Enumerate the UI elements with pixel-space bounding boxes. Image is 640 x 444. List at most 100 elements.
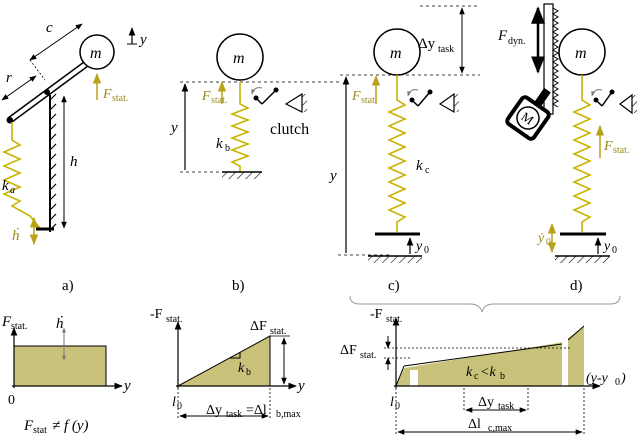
plot-b-eq-label: =Δl [246, 403, 267, 418]
dytask-sub-c: task [438, 44, 454, 55]
plot-c-dy-sub: task [498, 401, 514, 412]
mass-label-a: m [90, 45, 102, 62]
plot-b-kb-sub: b [246, 367, 251, 378]
y0-label-d: y [602, 239, 611, 254]
panel-label-a: a) [62, 278, 74, 294]
h-label: h [70, 154, 78, 170]
lever-end-joint [7, 117, 13, 123]
plot-b-dy-sub: task [226, 409, 242, 420]
clutch-pin-d2 [609, 89, 615, 95]
kb-label: k [216, 136, 223, 152]
clutch-rot-arrow-b [251, 87, 263, 95]
wall-hatch [49, 93, 57, 231]
fstat-label-d: F [603, 139, 613, 154]
plot-b-ylabel: -F [150, 307, 163, 322]
lever-pivot [44, 89, 50, 95]
plot-c-kc-label: k [466, 365, 473, 380]
plot-c-dy-label: Δy [478, 395, 494, 410]
plot-b-dy-label: Δy [206, 403, 222, 418]
clutch-lever-c1 [411, 99, 419, 107]
ka-sub: a [10, 185, 15, 196]
plot-c-slope [403, 343, 563, 367]
motor-shaft [533, 87, 551, 108]
plot-a-ylabel: F [1, 314, 12, 330]
panel-a-mechanism: m y F stat. c r h k a ḣ a) [1, 20, 147, 294]
mass-label-b: m [233, 50, 245, 67]
plot-c-ylabel-sub: stat. [386, 314, 402, 325]
fstat-label-a: F [102, 87, 112, 102]
fdyn-label: F [497, 28, 508, 44]
mass-label-d: m [575, 45, 587, 62]
kb-sub: b [225, 143, 230, 154]
panel-b-mechanism: m y F stat. k b clutch b) [169, 33, 340, 294]
plot-c-area [396, 340, 576, 386]
clutch-lever-d1 [595, 99, 603, 107]
plot-c-ramp [395, 365, 405, 387]
plot-b-kb-label: k [238, 361, 245, 376]
ground-hatch-d [555, 256, 610, 263]
plot-b-l0: l [172, 395, 176, 410]
plot-c-kb-sub: b [500, 371, 505, 382]
fstat-sub-a: stat. [112, 93, 128, 104]
clutch-rot-arrow-d [591, 89, 603, 97]
plot-c: -F stat. ΔF stat. k c <k b (y-y 0 ) l 0 … [340, 307, 626, 435]
plot-a: F stat. ḣ y 0 F stat ≠ f (y) [1, 314, 131, 436]
plot-b-xlabel: y [296, 378, 305, 394]
plot-a-caption-rest: ≠ f (y) [52, 418, 89, 434]
ground-hatch-c [368, 256, 422, 263]
plot-c-df-label: ΔF [340, 343, 357, 358]
clutch-lever-b1 [255, 97, 263, 105]
clutch-support-b [284, 92, 303, 113]
kc-sub: c [425, 165, 430, 176]
clutch-lever-c2 [417, 91, 431, 107]
clutch-label: clutch [270, 121, 309, 138]
y0-label-c: y [414, 239, 423, 254]
hdot-label-a: ḣ [12, 228, 20, 244]
plot-c-xlabel: (y-y [586, 371, 609, 386]
ground-hatch-b [222, 172, 262, 179]
motor-circle [516, 106, 540, 130]
plot-c-break-1 [410, 370, 418, 387]
plot-c-dl-sub: c,max [488, 423, 512, 434]
clutch-support-hatch-d [632, 95, 637, 113]
y0dot-sub: 0 [546, 237, 551, 248]
clutch-support-hatch-b [302, 94, 307, 112]
motor-group: M [505, 87, 551, 141]
fstat-sub-b: stat. [211, 95, 227, 106]
clutch-support-d [619, 93, 633, 115]
plot-c-kc-sub: c [474, 371, 479, 382]
dytask-label-c: Δy [418, 36, 436, 52]
panel-d-mechanism: F dyn. M m F stat. ẏ 0 y 0 [497, 3, 637, 294]
clutch-lever-b2 [261, 89, 277, 105]
clutch-support-c [438, 92, 455, 114]
rack-teeth [552, 7, 559, 108]
y0-sub-d: 0 [612, 245, 617, 256]
plot-b-df-label: ΔF [250, 319, 267, 334]
fstat-sub-d: stat. [613, 145, 629, 156]
plot-c-l0-sub: 0 [395, 401, 400, 412]
clutch-pin-c2 [427, 89, 433, 95]
plot-b-slope-tri [230, 352, 241, 359]
plot-a-area [13, 345, 107, 387]
fdyn-sub: dyn. [508, 36, 526, 47]
plot-b-eq-sub: b,max [276, 409, 301, 420]
y-label-c: y [328, 168, 337, 184]
fstat-label-c: F [351, 89, 361, 104]
kc-label: k [416, 158, 423, 174]
fstat-label-b: F [201, 89, 211, 104]
plot-a-xlabel: y [122, 378, 131, 394]
y0dot-label: ẏ [536, 231, 545, 246]
plot-c-xlabel-sub: 0 [615, 377, 620, 388]
panel-label-d: d) [570, 278, 583, 294]
plot-c-l0: l [390, 395, 394, 410]
plot-c-area-right [566, 326, 584, 386]
plot-c-df-sub: stat. [360, 350, 376, 361]
ka-label: k [2, 178, 9, 194]
spring-kb [229, 82, 251, 172]
plot-c-kc-lt: <k [480, 365, 496, 380]
mass-circle-b [216, 33, 264, 81]
plot-c-xlabel-end: ) [620, 371, 626, 386]
plot-a-ylabel-sub: stat. [11, 321, 27, 332]
panel-label-c: c) [388, 278, 400, 294]
